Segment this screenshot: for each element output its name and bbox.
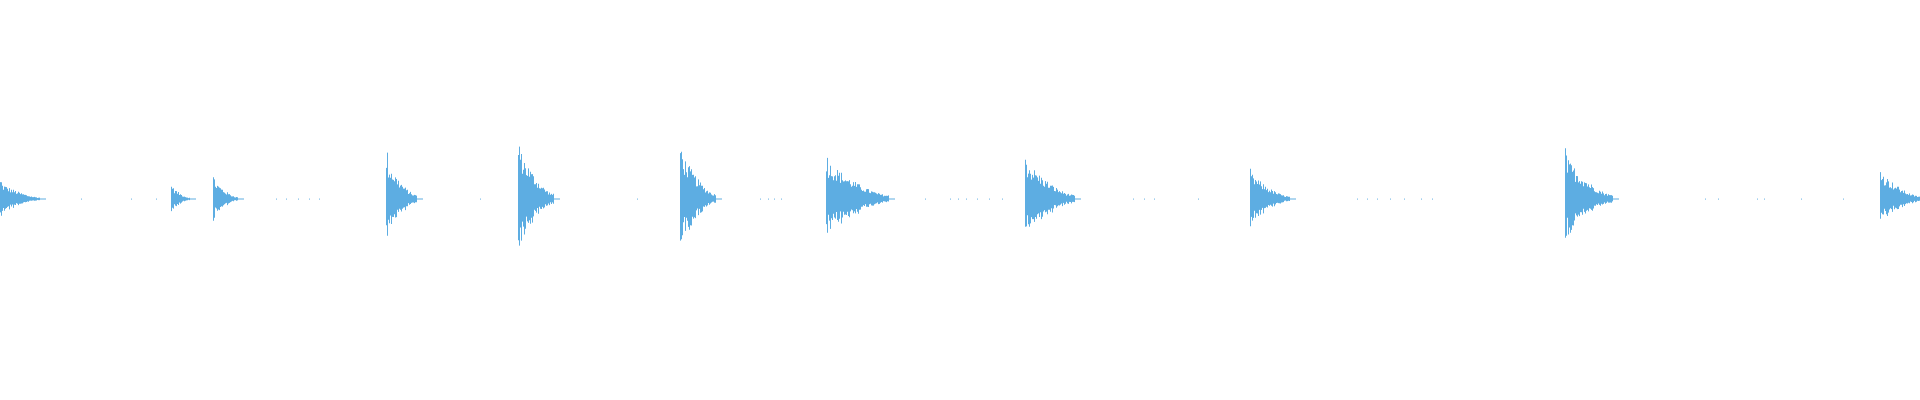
waveform-speck (276, 198, 277, 200)
waveform-speck (1801, 198, 1802, 200)
waveform-burst-path (1880, 172, 1920, 219)
waveform-speck (1144, 198, 1145, 200)
waveform-speck (989, 198, 990, 200)
waveform-speck (298, 198, 299, 200)
waveform-burst (386, 152, 423, 236)
waveform-burst-path (386, 152, 417, 236)
waveform-speck (966, 198, 967, 200)
waveform-speck (1377, 198, 1378, 200)
waveform-speck (950, 198, 951, 200)
waveform-speck (1390, 198, 1391, 200)
waveform-burst (680, 151, 722, 241)
waveform-speck (1198, 198, 1199, 200)
waveform-speck (1367, 198, 1368, 200)
waveform-speck (1843, 198, 1844, 200)
waveform-speck (480, 198, 481, 200)
waveform-burst (213, 177, 244, 221)
waveform-speck (1002, 198, 1003, 200)
waveform-burst (826, 157, 895, 233)
waveform-burst (0, 182, 46, 216)
waveform-speck (1432, 198, 1433, 200)
waveform-speck (1757, 198, 1758, 200)
waveform-burst (1025, 159, 1081, 227)
waveform-burst-path (680, 151, 716, 241)
waveform-speck (1764, 198, 1765, 200)
waveform-speck (1404, 198, 1405, 200)
waveform-speck (768, 198, 769, 200)
waveform-speck (1133, 198, 1134, 200)
waveform-speck (156, 198, 157, 200)
waveform-speck (925, 198, 926, 200)
waveform-burst (1880, 172, 1920, 219)
waveform-speck (131, 198, 132, 200)
waveform-burst-path (1250, 168, 1290, 227)
waveform-burst-path (518, 146, 554, 246)
waveform-speck (781, 198, 782, 200)
waveform-burst-path (1565, 148, 1613, 238)
waveform-speck (1154, 198, 1155, 200)
waveform-speck (977, 198, 978, 200)
waveform-burst (518, 146, 560, 246)
waveform-burst (1565, 148, 1619, 238)
waveform-burst (1250, 168, 1296, 227)
waveform-burst-path (1025, 159, 1075, 227)
waveform-speck (637, 198, 638, 200)
waveform-speck (1421, 198, 1422, 200)
waveform-speck (760, 198, 761, 200)
waveform-speck (286, 198, 287, 200)
waveform-speck (319, 198, 320, 200)
waveform-speck (1718, 198, 1719, 200)
waveform-speck (1357, 198, 1358, 200)
waveform-speck (81, 198, 82, 200)
waveform-speck (309, 198, 310, 200)
waveform-speck (774, 198, 775, 200)
waveform-burst (171, 186, 196, 212)
waveform-speck (1705, 198, 1706, 200)
waveform-speck (958, 198, 959, 200)
waveform-burst-path (826, 157, 889, 233)
